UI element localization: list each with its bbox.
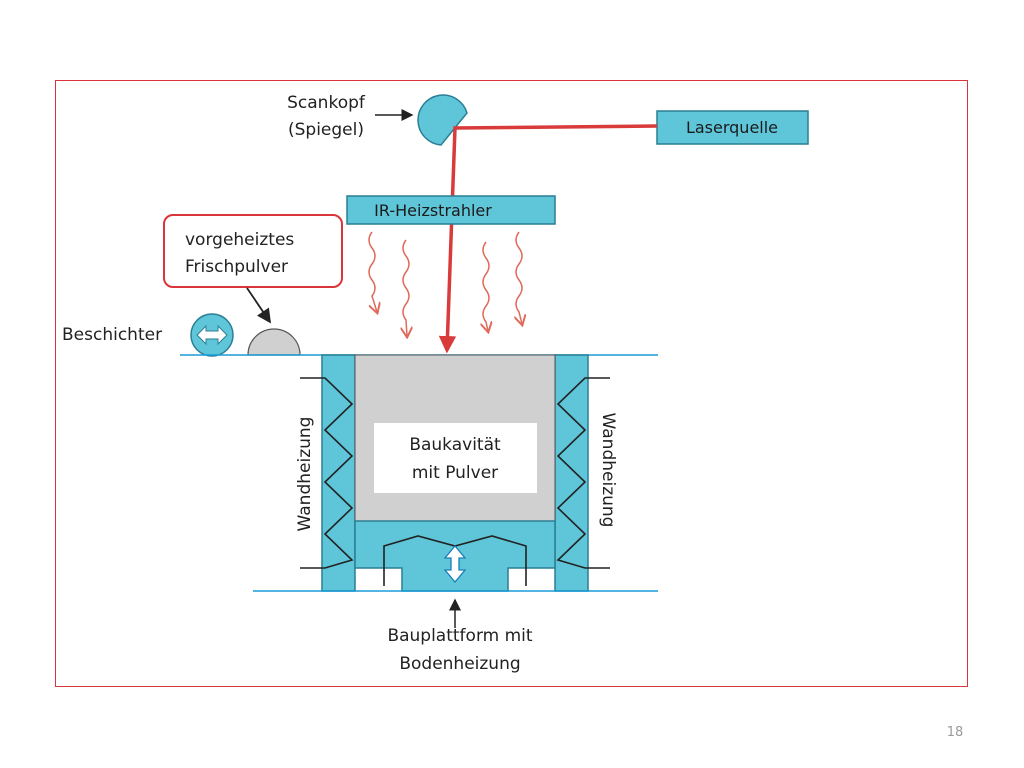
fresh-powder-heap: [247, 328, 301, 356]
scanhead-label-line1: Scankopf: [287, 93, 366, 113]
heat-waves: [368, 231, 522, 336]
build-cavity-label-line1: Baukavität: [409, 435, 501, 455]
double-arrow-vertical-icon: [443, 544, 467, 584]
wall-heating-label-left: Wandheizung: [295, 417, 315, 532]
preheated-powder-label-line1: vorgeheiztes: [185, 230, 294, 250]
heat-wave: [403, 239, 409, 336]
right-wall-heater: [554, 354, 589, 592]
ir-heater-box: [346, 195, 556, 225]
preheated-powder-label-line2: Frischpulver: [185, 257, 288, 277]
scanhead-label-line2: (Spiegel): [288, 120, 364, 140]
platform-label-line1: Bauplattform mit: [387, 626, 532, 646]
build-cavity-label-line2: mit Pulver: [412, 463, 498, 483]
wall-heating-label-right: Wandheizung: [598, 413, 618, 528]
scanhead-mirror: [417, 94, 468, 146]
slide-number: 18: [946, 725, 964, 740]
coater-label: Beschichter: [62, 325, 162, 345]
build-cavity-label-box: [374, 423, 537, 493]
heat-wave: [368, 231, 377, 312]
preheated-powder-callout: [163, 214, 343, 288]
laser-source-label: Laserquelle: [686, 118, 778, 137]
preheated-powder-pointer-arrow: [246, 287, 272, 324]
laser-beam: [438, 124, 658, 354]
platform-label-line2: Bodenheizung: [399, 654, 520, 674]
ir-heater-label: IR-Heizstrahler: [374, 201, 492, 220]
diagram-frame: [55, 80, 968, 687]
heat-wave: [516, 231, 522, 324]
left-heating-coil: [300, 377, 354, 569]
double-arrow-horizontal-icon: [190, 313, 234, 357]
right-heating-coil: [556, 377, 610, 569]
heat-wave: [483, 241, 489, 331]
